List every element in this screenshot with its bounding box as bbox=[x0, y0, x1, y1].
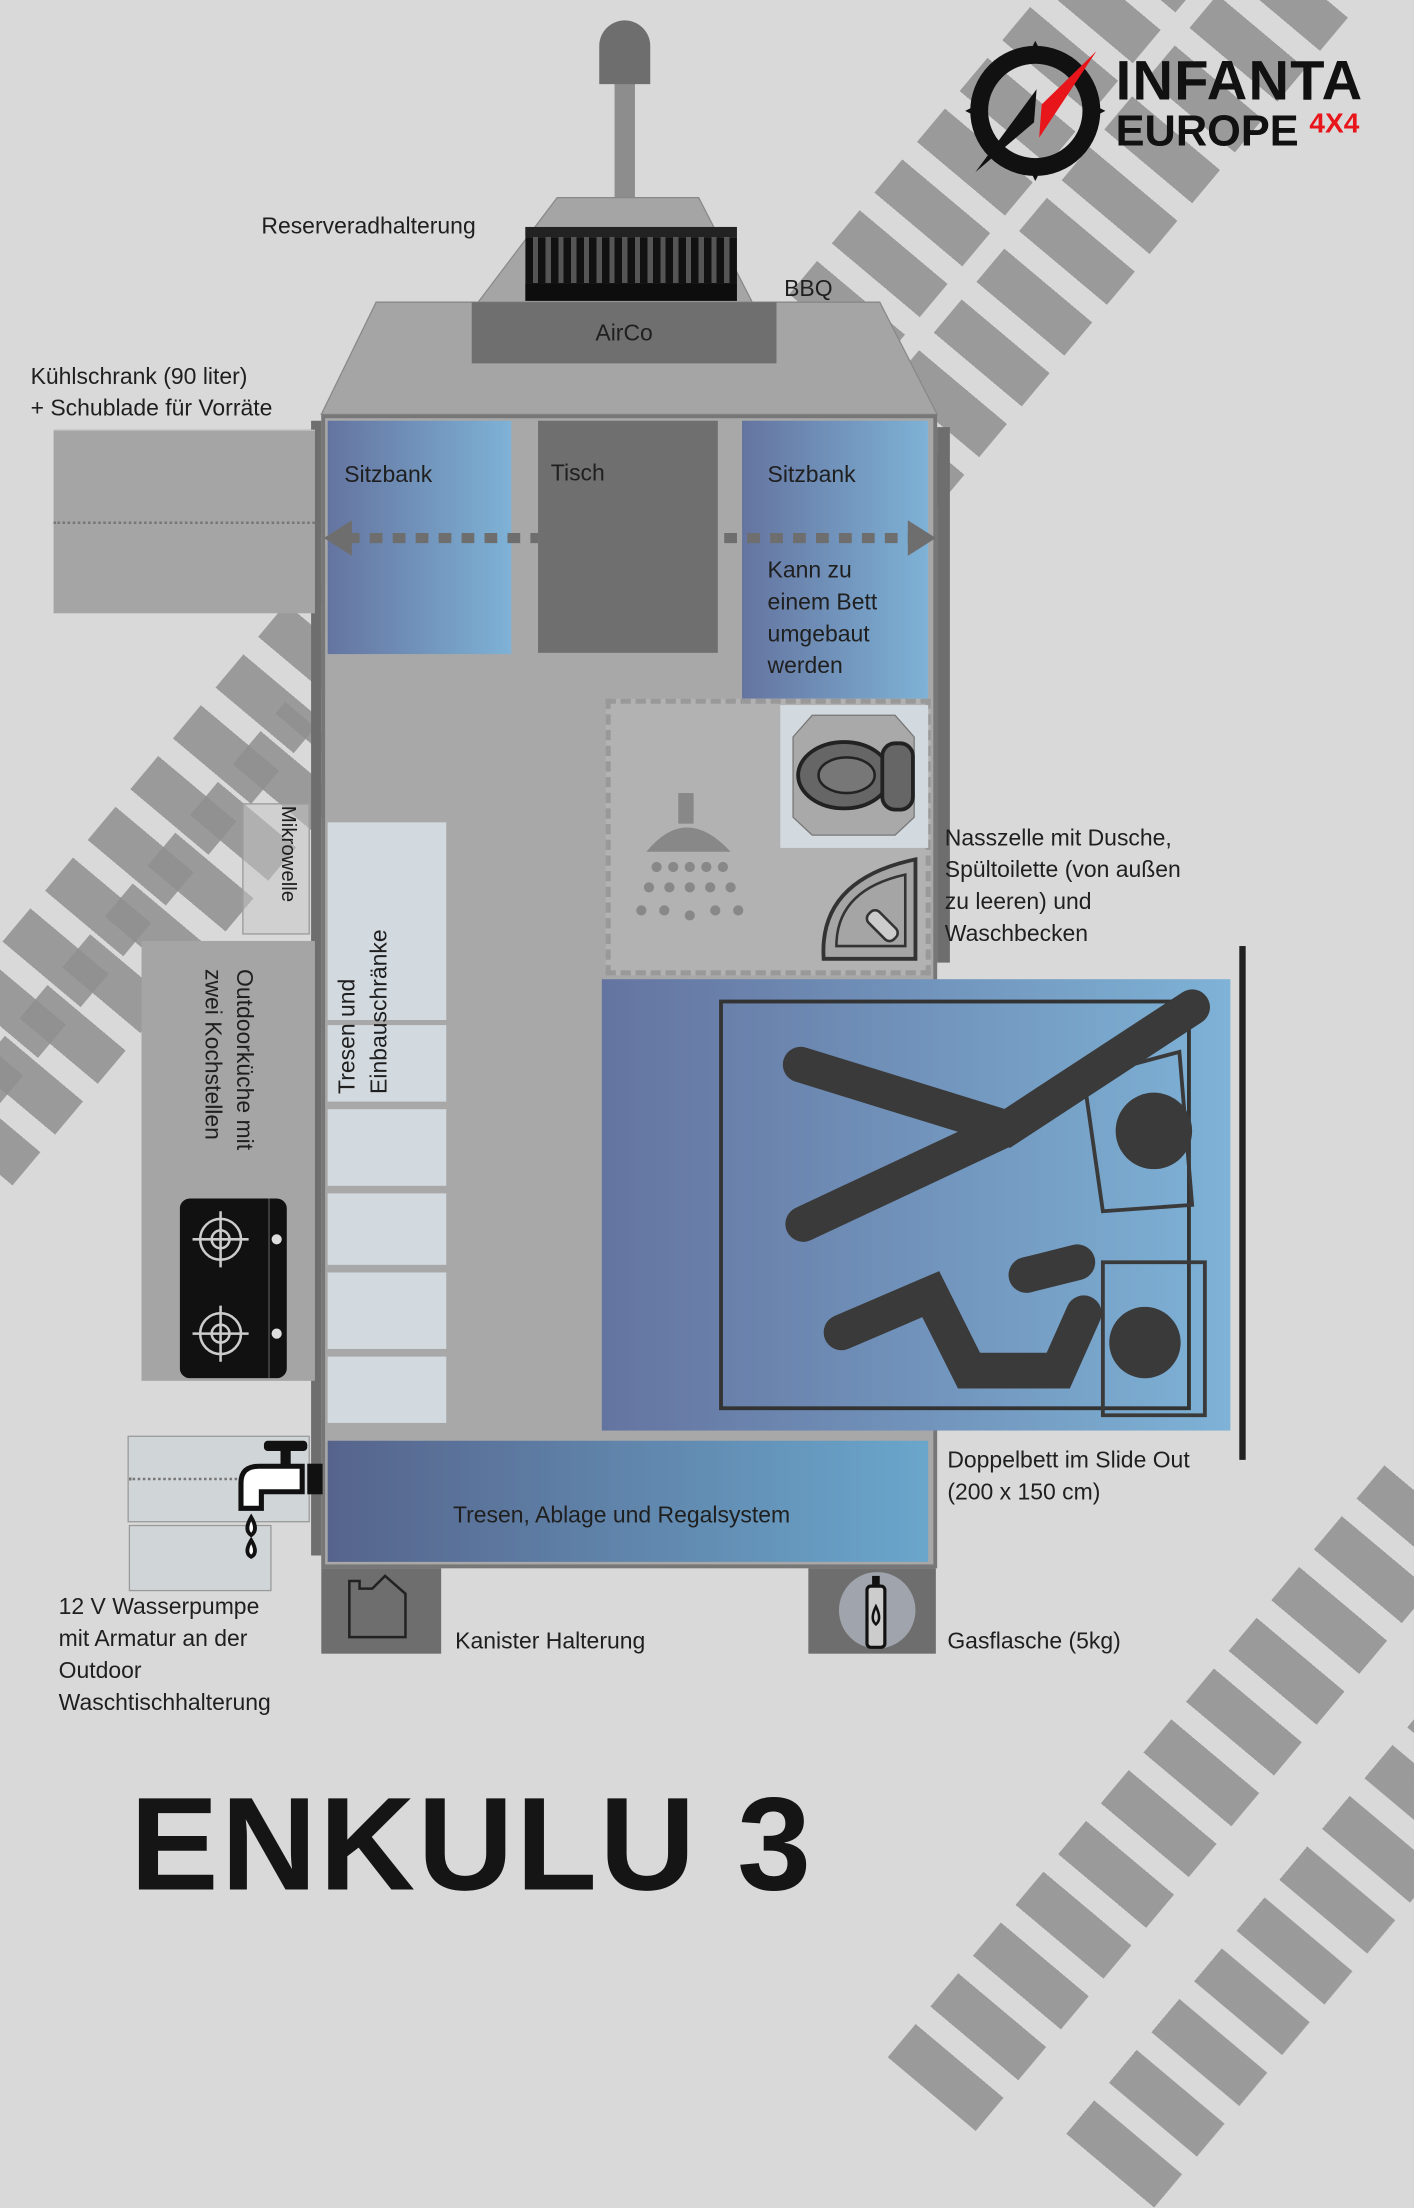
outdoor-kitchen-label-line1: Outdoorküche mit bbox=[232, 969, 258, 1151]
microwave bbox=[242, 803, 310, 935]
label-line: Waschtischhalterung bbox=[58, 1689, 271, 1715]
aircon-label: AirCo bbox=[595, 319, 653, 345]
label-line: 12 V Wasserpumpe bbox=[58, 1593, 260, 1620]
cabinet bbox=[327, 1356, 447, 1423]
cabinet bbox=[327, 1109, 447, 1186]
bench-right bbox=[742, 420, 929, 699]
label-line: Nasszelle mit Dusche, bbox=[944, 824, 1172, 851]
wet-cell-label: Nasszelle mit Dusche, Spültoilette (von … bbox=[945, 822, 1181, 950]
cabinet bbox=[327, 822, 447, 1020]
drawer-slide-line bbox=[128, 1477, 258, 1481]
counter-label-line1: Tresen und bbox=[334, 978, 360, 1094]
body-side-left bbox=[311, 420, 322, 1556]
label-line: Waschbecken bbox=[944, 920, 1089, 947]
note-line: einem Bett bbox=[767, 589, 878, 615]
note-line: werden bbox=[767, 652, 843, 679]
shower-icon bbox=[636, 793, 744, 921]
note-line: Kann zu bbox=[767, 557, 852, 583]
gas-bottle-icon bbox=[838, 1572, 916, 1649]
stove-icon bbox=[179, 1198, 287, 1379]
water-pump-label: 12 V Wasserpumpe mit Armatur an der Outd… bbox=[59, 1591, 271, 1719]
fridge-label-line1: Kühlschrank (90 liter) bbox=[30, 363, 248, 389]
fridge-label-line2: + Schublade für Vorräte bbox=[30, 395, 273, 421]
cabinet bbox=[327, 1272, 447, 1349]
label-line: mit Armatur an der bbox=[58, 1625, 248, 1652]
table-label: Tisch bbox=[550, 460, 605, 486]
faucet-icon bbox=[238, 1440, 323, 1559]
bench-left-label: Sitzbank bbox=[344, 461, 433, 488]
sleeping-people-icon bbox=[782, 989, 1210, 1418]
spare-tire bbox=[525, 226, 737, 301]
extend-arrow bbox=[323, 520, 936, 556]
aircon-unit: AirCo bbox=[471, 302, 777, 364]
label-line: zu leeren) und bbox=[944, 888, 1092, 915]
canister-label: Kanister Halterung bbox=[455, 1628, 646, 1654]
logo-suffix: 4X4 bbox=[1309, 107, 1360, 139]
gas-holder bbox=[808, 1568, 936, 1654]
slide-out-bar bbox=[1239, 946, 1246, 1460]
toilet-area bbox=[780, 705, 929, 848]
counter-label-line2: Einbauschränke bbox=[365, 929, 392, 1094]
spare-wheel-knob bbox=[599, 20, 651, 85]
toilet-icon bbox=[792, 714, 915, 836]
label-line: (200 x 150 cm) bbox=[947, 1479, 1101, 1505]
shelf-system-label: Tresen, Ablage und Regalsystem bbox=[452, 1501, 791, 1528]
canister-icon bbox=[348, 1574, 407, 1639]
logo: INFANTA EUROPE 4X4 bbox=[963, 38, 1384, 182]
logo-line2: EUROPE bbox=[1115, 107, 1299, 156]
sink-icon bbox=[821, 856, 918, 961]
shelf-system: Tresen, Ablage und Regalsystem bbox=[327, 1440, 929, 1562]
drawer-slide-line bbox=[53, 521, 315, 525]
outdoor-kitchen-label-line2: zwei Kochstellen bbox=[200, 969, 226, 1140]
bench-right-label: Sitzbank bbox=[767, 461, 856, 488]
page-title: ENKULU 3 bbox=[130, 1770, 814, 1919]
microwave-label: Mikrowelle bbox=[276, 805, 299, 903]
fridge-drawer bbox=[53, 429, 315, 614]
logo-line1: INFANTA bbox=[1115, 49, 1364, 113]
note-line: umgebaut bbox=[767, 620, 870, 647]
bench-convert-note: Kann zu einem Bett umgebaut werden bbox=[768, 555, 878, 683]
table bbox=[538, 420, 718, 653]
cabinet bbox=[327, 1193, 447, 1265]
tire-track-decoration bbox=[887, 1451, 1414, 2132]
wash-basin bbox=[128, 1524, 272, 1592]
label-line: Doppelbett im Slide Out bbox=[947, 1447, 1190, 1473]
gas-label: Gasflasche (5kg) bbox=[947, 1628, 1121, 1654]
cabinet bbox=[327, 1025, 447, 1102]
label-line: Outdoor bbox=[58, 1657, 142, 1684]
body-side-right bbox=[937, 427, 950, 963]
bbq-label: BBQ bbox=[784, 275, 833, 301]
label-line: Spültoilette (von außen bbox=[944, 856, 1181, 883]
spare-wheel-post bbox=[614, 76, 635, 199]
canister-holder bbox=[321, 1568, 442, 1654]
spare-wheel-label: Reserveradhalterung bbox=[261, 212, 476, 239]
double-bed-label: Doppelbett im Slide Out (200 x 150 cm) bbox=[947, 1445, 1189, 1509]
compass-logo-icon bbox=[965, 40, 1106, 182]
